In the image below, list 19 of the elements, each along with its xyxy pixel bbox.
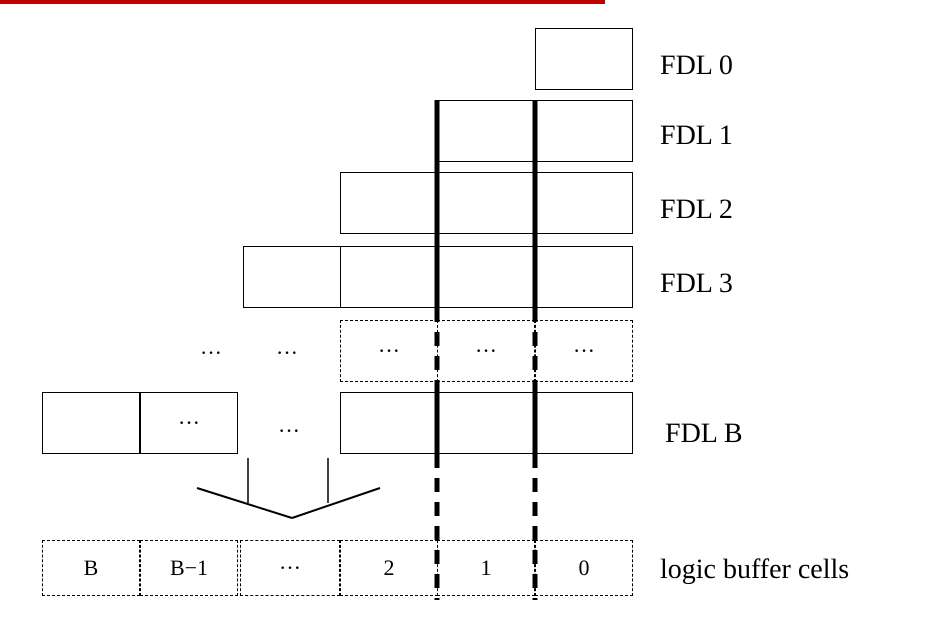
ellipsis: ··· bbox=[200, 342, 222, 364]
buffer-cell: B bbox=[42, 540, 140, 596]
row-label: FDL B bbox=[665, 420, 743, 448]
buffer-cell: ··· bbox=[240, 540, 340, 596]
row-label: FDL 2 bbox=[660, 196, 733, 224]
buffer-cell: ··· bbox=[140, 392, 238, 454]
buffer-cell: ··· bbox=[535, 320, 633, 382]
buffer-cell: 1 bbox=[437, 540, 535, 596]
empty-cell bbox=[535, 28, 633, 90]
row-label: FDL 3 bbox=[660, 270, 733, 298]
buffer-cell: 0 bbox=[535, 540, 633, 596]
ellipsis: ··· bbox=[278, 420, 300, 442]
row-label: FDL 0 bbox=[660, 52, 733, 80]
buffer-cell: ··· bbox=[437, 320, 535, 382]
buffer-cell: 2 bbox=[340, 540, 438, 596]
row-label: FDL 1 bbox=[660, 122, 733, 150]
buffer-cell: B−1 bbox=[140, 540, 238, 596]
ellipsis: ··· bbox=[276, 342, 298, 364]
row-label: logic buffer cells bbox=[660, 556, 850, 584]
